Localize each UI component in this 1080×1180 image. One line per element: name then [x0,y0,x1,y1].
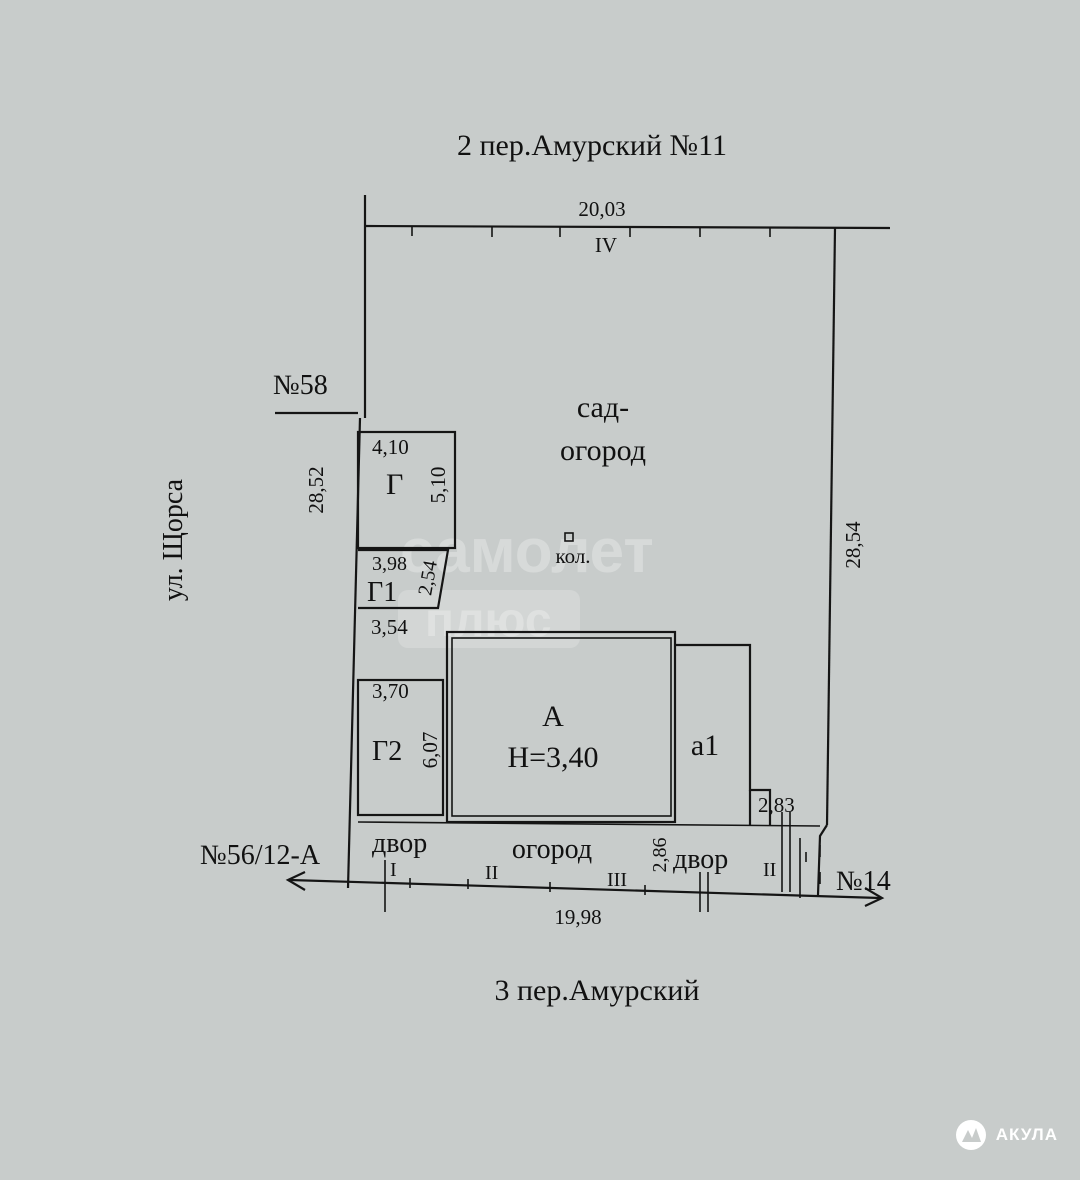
watermark-text: самолет [400,517,654,586]
shark-logo-icon [955,1120,986,1150]
building-g2 [356,678,445,817]
street-bottom: 3 пер.Амурский [494,974,699,1007]
watermark-badge [398,590,580,648]
akula-logo: АКУЛА [954,1118,1058,1152]
dim-right: 28,54 [841,521,865,569]
dim-left: 28,52 [304,466,328,513]
dim-top: 20,03 [578,197,625,221]
dim-a1-step: 2,83 [758,793,795,817]
dim-g1-bottom: 3,54 [371,615,408,639]
label-vegetable: огород [512,834,592,865]
neighbor-58: №58 [273,370,328,401]
dim-yard-depth: 2,86 [649,838,671,873]
label-garden: сад- [577,391,629,424]
fence-b4: II [763,859,776,881]
fence-top: IV [595,233,617,257]
street-left: ул. Щорса [158,478,189,601]
dim-g1-width: 3,98 [372,553,407,575]
dim-g2-height: 6,07 [418,732,442,769]
label-garden-2: огород [560,434,646,467]
well-icon [564,532,574,542]
building-g [356,430,457,550]
neighbor-14: №14 [836,866,891,897]
label-house: А [542,700,564,733]
dim-g-height: 5,10 [426,467,450,504]
label-yard-right: двор [673,844,728,875]
dim-g2-width: 3,70 [372,679,409,703]
fence-b2: II [485,862,498,884]
label-well: кол. [555,544,590,568]
fence-b3: III [607,869,627,891]
label-g: Г [386,468,403,501]
label-g1: Г1 [367,577,397,608]
fence-b1: I [390,859,397,881]
label-house-height: Н=3,40 [507,741,598,774]
label-yard-left: двор [372,828,427,859]
watermark-text-2: плюс [425,594,552,647]
neighbor-56: №56/12-А [200,840,321,871]
annex-a1 [675,643,772,825]
label-annex: а1 [691,729,719,762]
label-g2: Г2 [372,736,402,767]
logo-label: АКУЛА [995,1125,1058,1144]
plot-boundary [275,195,891,912]
building-g1 [358,548,450,610]
street-top: 2 пер.Амурский №11 [457,129,727,162]
dim-bottom: 19,98 [554,905,601,929]
dim-g-width: 4,10 [372,435,409,459]
house-a [445,630,677,824]
